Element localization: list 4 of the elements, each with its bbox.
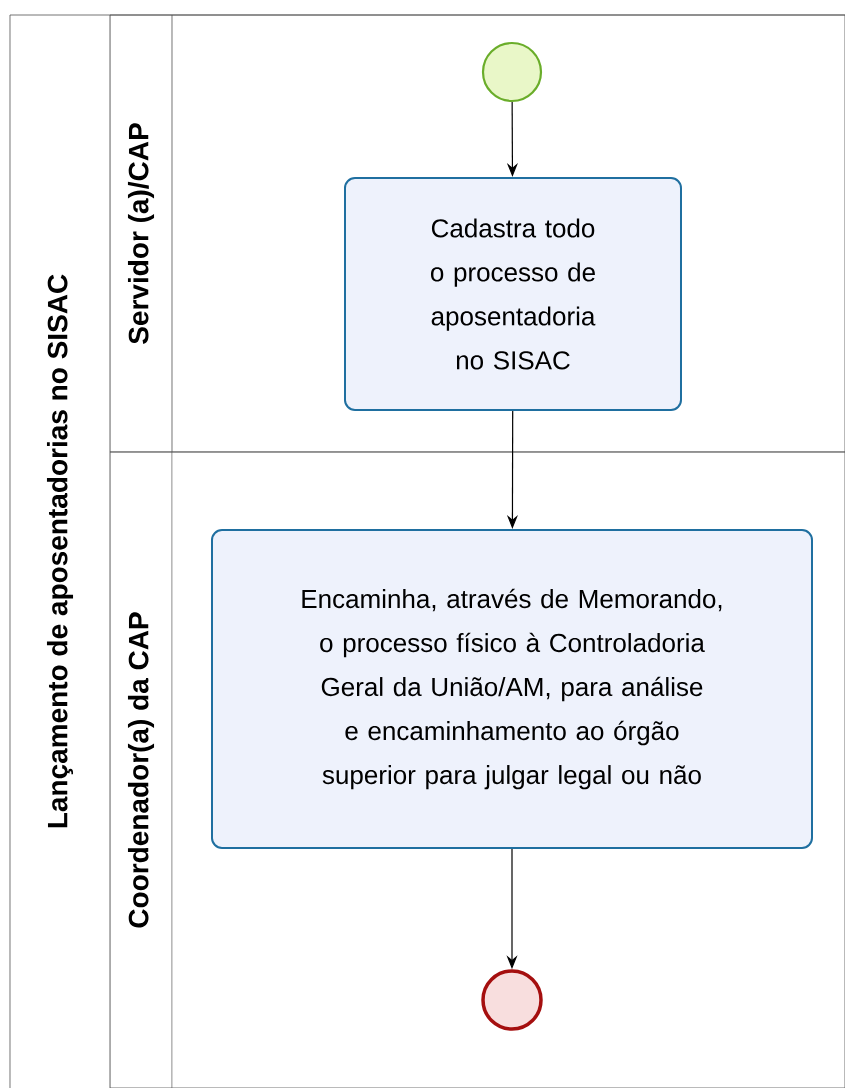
start-event-circle xyxy=(481,41,543,103)
task-box: Cadastra todo o processo de aposentadoria no SISAC xyxy=(344,177,682,411)
task-box: Encaminha, através de Memorando, o processo físico à Controladoria Geral da União/AM, para análise e encaminhamento ao órgão superior para julgar legal ou não xyxy=(211,529,813,849)
end-event-circle xyxy=(481,969,543,1031)
